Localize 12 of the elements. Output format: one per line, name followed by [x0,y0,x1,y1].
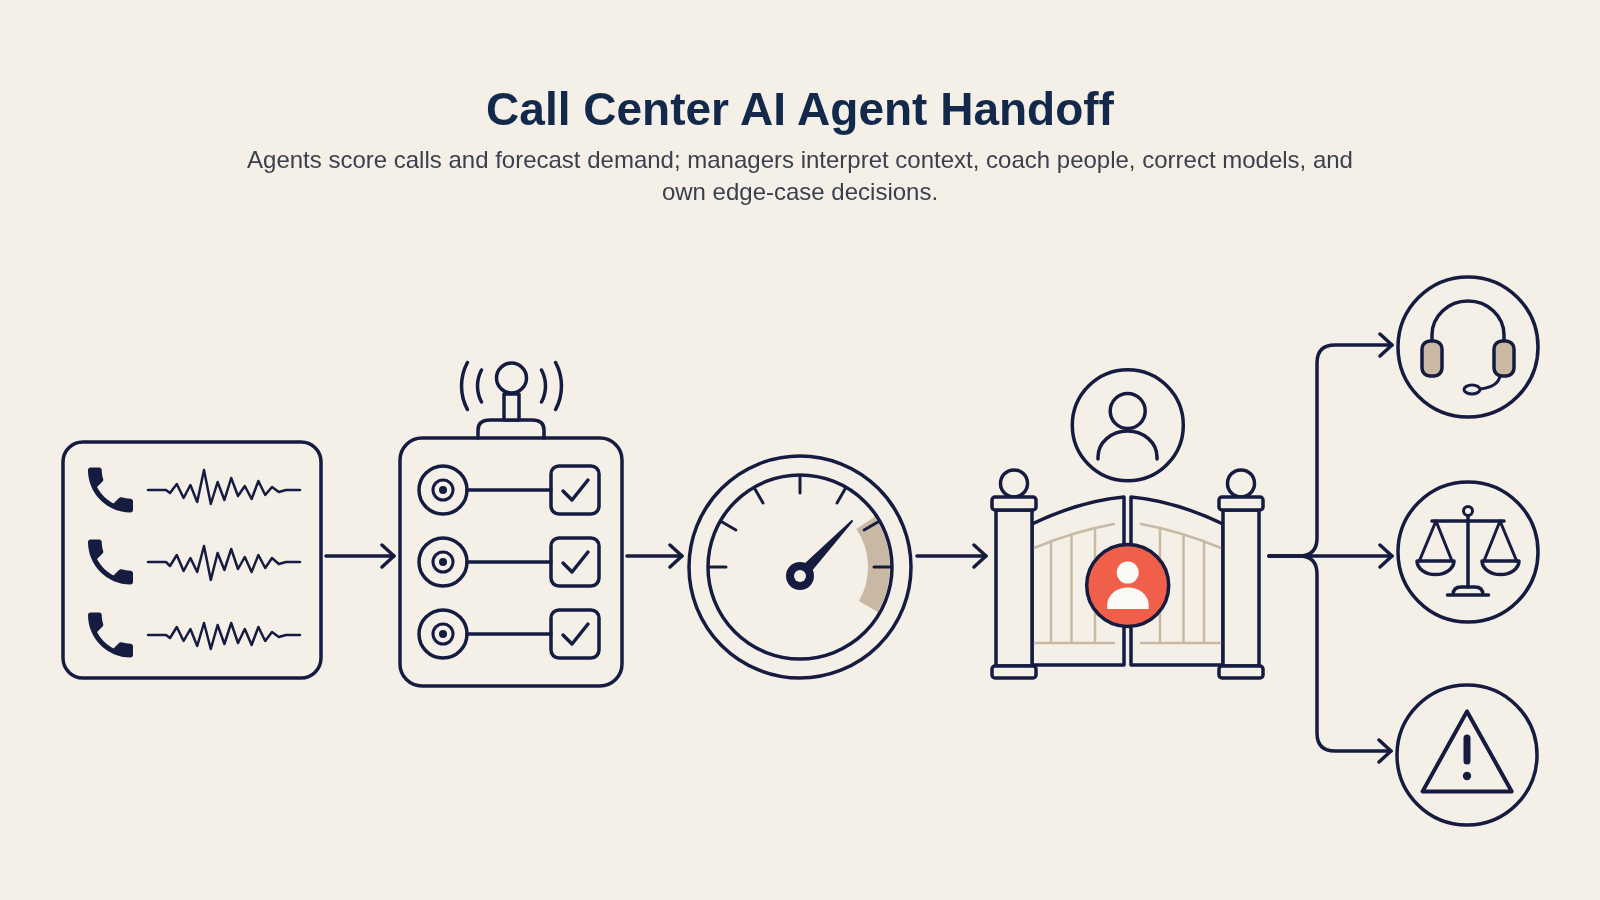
phone-waveform-panel [61,440,323,680]
arrow [324,543,396,569]
warning-icon [1395,683,1539,827]
gauge-dial [686,453,914,681]
arrow [625,543,684,569]
diagram-title: Call Center AI Agent Handoff [486,82,1114,137]
arrow [915,543,988,569]
headset-icon [1396,275,1540,419]
elbow-arrow [1267,554,1393,764]
balance-scale-icon [1396,480,1540,624]
gate-with-person-illustration [990,367,1266,681]
diagram-subtitle: Agents score calls and forecast demand; managers interpret context, coach people, correct models, and own edge-case decisions. [246,145,1354,207]
